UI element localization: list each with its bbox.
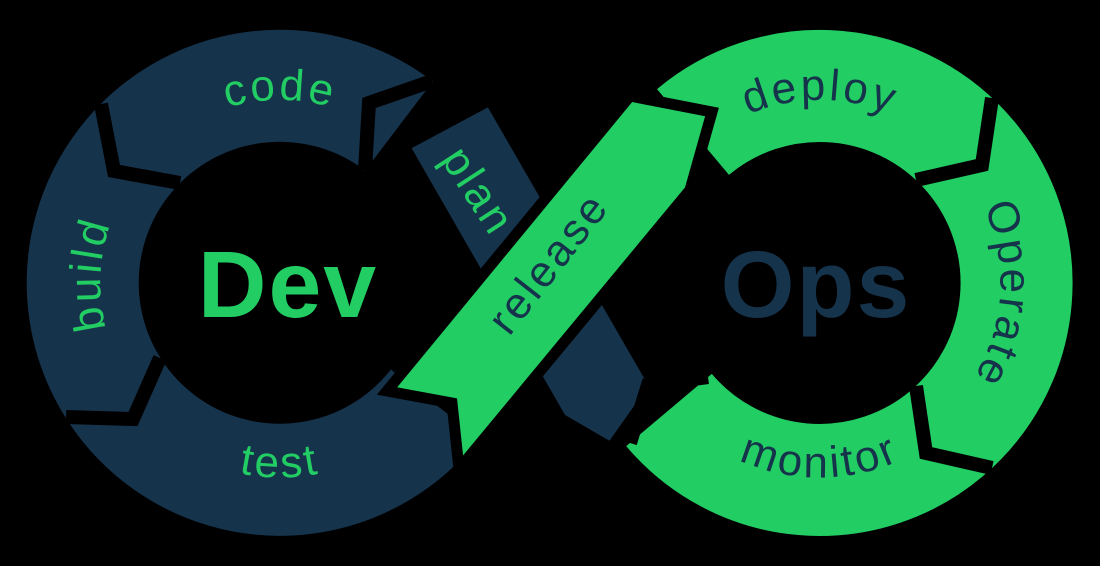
stage-label-test-text: test bbox=[237, 435, 320, 488]
cut-build-code bbox=[94, 102, 182, 190]
cut-build-test bbox=[65, 355, 167, 427]
release-band bbox=[376, 89, 719, 483]
stage-label-test: test bbox=[237, 435, 323, 488]
dev-loop-ring bbox=[26, 29, 480, 536]
cut-operate-monitor bbox=[909, 384, 994, 475]
cut-deploy-operate bbox=[914, 96, 999, 187]
ops-loop-ring bbox=[626, 29, 1073, 536]
ops-word: Ops bbox=[721, 232, 912, 338]
segment-cut-chevrons bbox=[65, 74, 999, 475]
cut-monitor-plan bbox=[623, 370, 709, 446]
cut-code-plan bbox=[358, 74, 435, 171]
dev-word: Dev bbox=[198, 232, 378, 338]
